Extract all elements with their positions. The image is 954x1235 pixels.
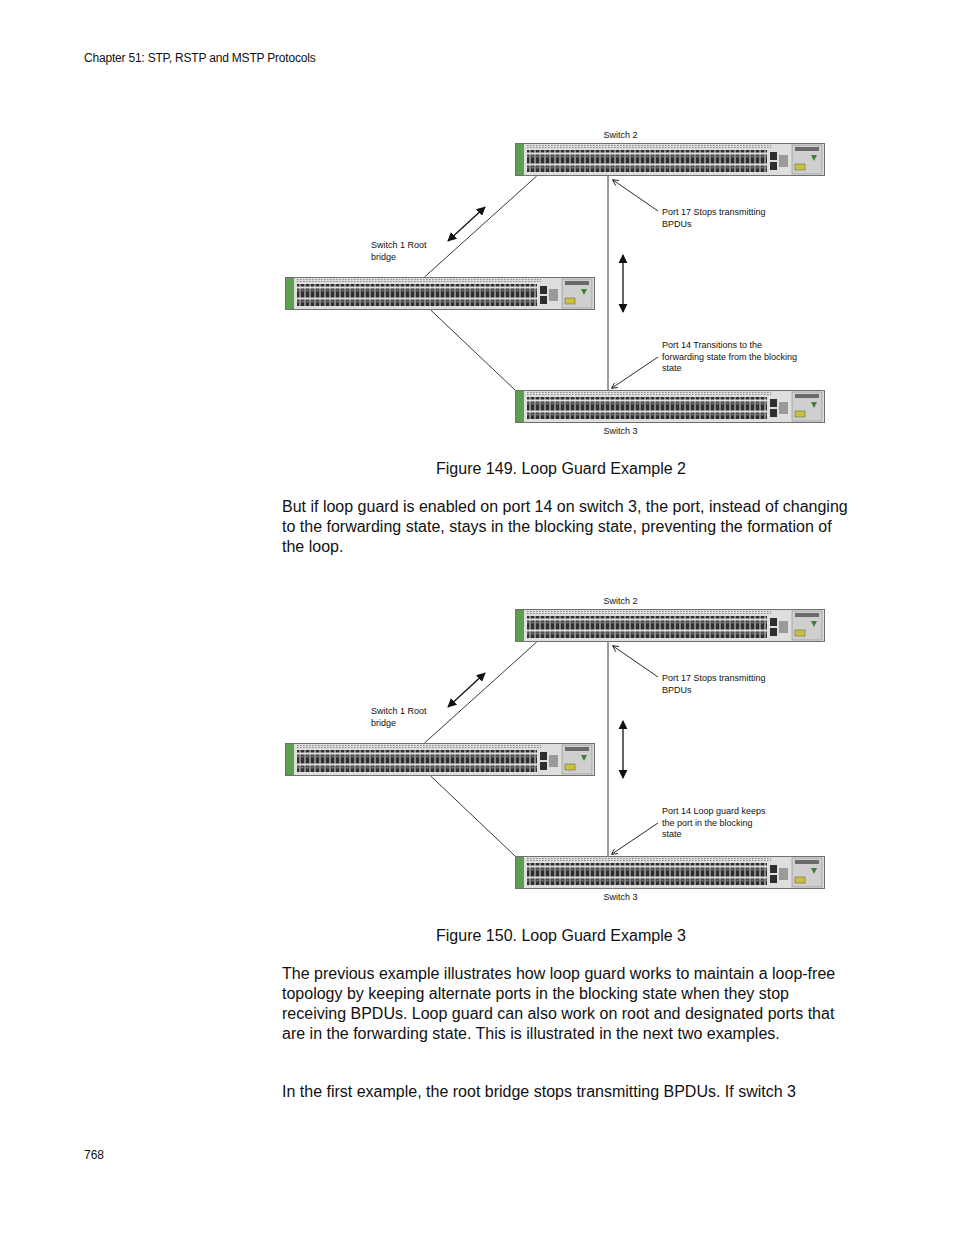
- callout-text: Port 14 Loop guard keeps the port in the…: [662, 806, 774, 841]
- leader-line: [613, 180, 658, 211]
- leader-line: [612, 823, 658, 854]
- leader-line: [612, 357, 658, 388]
- network-link: [425, 176, 537, 277]
- switch-illustration: [515, 856, 825, 889]
- network-link: [608, 176, 609, 390]
- network-link: [431, 776, 515, 856]
- switch-label: Switch 3: [603, 426, 637, 438]
- switch-illustration: [285, 743, 595, 776]
- traffic-arrow: [622, 721, 623, 778]
- body-paragraph: The previous example illustrates how loo…: [282, 964, 854, 1044]
- switch-label: Switch 2: [603, 596, 637, 608]
- switch-illustration: [515, 390, 825, 423]
- switch-label: Switch 1 Root bridge: [371, 706, 431, 729]
- page-header: Chapter 51: STP, RSTP and MSTP Protocols: [84, 51, 315, 66]
- switch-label: Switch 3: [603, 892, 637, 904]
- switch-illustration: [515, 143, 825, 176]
- network-link: [431, 310, 515, 390]
- body-paragraph: But if loop guard is enabled on port 14 …: [282, 497, 854, 557]
- callout-text: Port 14 Transitions to the forwarding st…: [662, 340, 804, 375]
- switch-label: Switch 1 Root bridge: [371, 240, 431, 263]
- switch-illustration: [515, 609, 825, 642]
- switch-label: Switch 2: [603, 130, 637, 142]
- figure-caption: Figure 149. Loop Guard Example 2: [261, 459, 861, 479]
- page-number: 768: [84, 1148, 104, 1163]
- body-paragraph: In the first example, the root bridge st…: [282, 1082, 796, 1102]
- traffic-arrow: [622, 255, 623, 312]
- network-switch: Switch 3: [515, 856, 825, 889]
- switch-illustration: [285, 277, 595, 310]
- traffic-arrow: [448, 673, 485, 707]
- callout-text: Port 17 Stops transmitting BPDUs: [662, 207, 780, 230]
- network-switch: Switch 2: [515, 609, 825, 642]
- network-switch: Switch 1 Root bridge: [285, 743, 595, 776]
- network-link: [608, 642, 609, 856]
- network-switch: Switch 3: [515, 390, 825, 423]
- network-switch: Switch 2: [515, 143, 825, 176]
- callout-text: Port 17 Stops transmitting BPDUs: [662, 673, 780, 696]
- network-link: [425, 642, 537, 743]
- figure-caption: Figure 150. Loop Guard Example 3: [261, 926, 861, 946]
- network-switch: Switch 1 Root bridge: [285, 277, 595, 310]
- traffic-arrow: [448, 207, 485, 241]
- leader-line: [613, 646, 658, 677]
